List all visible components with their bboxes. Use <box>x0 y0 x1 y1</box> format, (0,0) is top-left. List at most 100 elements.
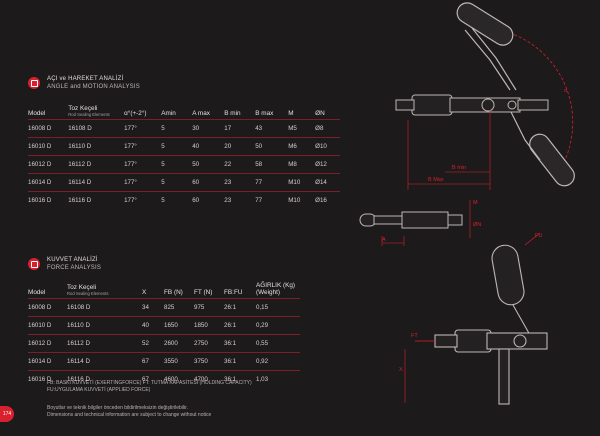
cell-model: 16010 D <box>28 322 52 329</box>
cell-model: 16008 D <box>28 125 52 132</box>
cell-bmin: 17 <box>224 125 232 132</box>
cell-n: Ø10 <box>315 143 327 150</box>
cell-weight: 0,29 <box>256 322 269 329</box>
cell-fbfu: 36:1 <box>224 358 237 365</box>
force-clamp <box>434 244 548 405</box>
cell-x: 67 <box>142 358 149 365</box>
cell-fbfu: 36:1 <box>224 340 237 347</box>
cell-seal: 16114 D <box>68 179 92 186</box>
cell-model: 16016 D <box>28 376 52 383</box>
force-section-title: KUVVET ANALİZİ FORCE ANALYSIS <box>47 256 101 272</box>
clamp-body <box>395 94 549 116</box>
cell-m: M10 <box>288 179 301 186</box>
cell-bmin: 22 <box>224 161 232 168</box>
cell-bmin: 23 <box>224 197 232 204</box>
cell-amax: 30 <box>192 125 200 132</box>
angle-col-amin: Amin <box>161 110 176 117</box>
force-col-seal-sub: Rod Sealing Elements <box>67 291 109 296</box>
cell-seal: 16108 D <box>68 125 92 132</box>
angle-title-en: ANGLE and MOTION ANALYSIS <box>47 84 140 90</box>
cell-m: M5 <box>288 125 297 132</box>
cell-fbfu: 26:1 <box>224 304 237 311</box>
force-col-fbfu: FB:FU <box>224 289 243 296</box>
cell-model: 16014 D <box>28 179 52 186</box>
force-col-ft: FT (N) <box>194 289 213 296</box>
cell-x: 52 <box>142 340 149 347</box>
cell-seal: 16110 D <box>67 322 90 329</box>
cell-bmin: 20 <box>224 143 232 150</box>
n-label: ØN <box>473 222 481 228</box>
angle-section-title: AÇI ve HAREKET ANALİZİ ANGLE and MOTION … <box>47 75 140 91</box>
cell-model: 16014 D <box>28 358 52 365</box>
cell-seal: 16112 D <box>67 340 90 347</box>
cell-model: 16010 D <box>28 143 52 150</box>
cell-bmax: 50 <box>255 143 263 150</box>
cell-ft: 2750 <box>194 340 208 347</box>
angle-col-alpha: α°(+-2°) <box>124 110 147 117</box>
cell-amax: 50 <box>192 161 200 168</box>
cell-weight: 0,15 <box>256 304 269 311</box>
table-row: 16012 D 16112 D 52 2600 2750 36:1 0,55 <box>28 334 300 353</box>
cell-amin: 5 <box>161 197 165 204</box>
cell-seal: 16110 D <box>68 143 92 150</box>
a-label: A <box>382 237 386 243</box>
cell-seal: 16114 D <box>67 358 90 365</box>
cell-amin: 5 <box>161 125 165 132</box>
force-col-x: X <box>142 289 147 296</box>
cell-seal: 16112 D <box>68 161 92 168</box>
cell-fb: 4600 <box>164 376 178 383</box>
force-col-weight: AĞIRLIK (Kg)(Weight) <box>256 279 300 299</box>
cell-x: 40 <box>142 322 149 329</box>
m-label: M <box>473 200 478 206</box>
rod-detail-drawing: A M ØN <box>359 200 481 246</box>
angle-col-amax: A max <box>192 110 210 117</box>
footnote-line-2: FU:UYGULAMA KUVVETİ (APPLIED FORCE) <box>47 387 151 393</box>
cell-fb: 1650 <box>164 322 178 329</box>
cell-seal: 16116 D <box>68 197 92 204</box>
cell-model: 16012 D <box>28 161 52 168</box>
cell-amin: 5 <box>161 179 165 186</box>
angle-col-seal-sub: Rod Sealing Elements <box>68 112 110 117</box>
cell-weight: 0,55 <box>256 340 269 347</box>
cell-model: 16016 D <box>28 197 52 204</box>
force-col-weight-label: AĞIRLIK (Kg) <box>256 282 296 289</box>
angle-col-model: Model <box>28 110 46 117</box>
fu-arrow <box>524 232 541 246</box>
cell-ft: 1850 <box>194 322 208 329</box>
angle-col-m: M <box>288 110 294 117</box>
angle-arc <box>499 29 574 161</box>
cell-model: 16012 D <box>28 340 52 347</box>
force-col-seal-label: Toz Keçeli <box>67 284 97 291</box>
force-drawing: FU FT X <box>399 232 548 405</box>
force-section-logo-icon <box>28 258 40 270</box>
cell-fb: 3550 <box>164 358 178 365</box>
page-number: 174 <box>0 406 14 422</box>
cell-seal: 16116 D <box>67 376 90 383</box>
cell-fbfu: 36:1 <box>224 376 237 383</box>
angle-col-n: ØN <box>315 110 325 117</box>
angle-title-tr: AÇI ve HAREKET ANALİZİ <box>47 76 124 82</box>
disclaimer-tr: Boyutlar ve teknik bilgiler önceden bild… <box>47 405 188 411</box>
cell-weight: 1,03 <box>256 376 269 383</box>
cell-alpha: 177° <box>124 197 137 204</box>
cell-fb: 2600 <box>164 340 178 347</box>
x-label: X <box>399 367 403 373</box>
cell-bmax: 58 <box>255 161 263 168</box>
cell-alpha: 177° <box>124 143 137 150</box>
force-title-en: FORCE ANALYSIS <box>47 265 102 271</box>
cell-x: 34 <box>142 304 149 311</box>
cell-bmax: 77 <box>255 197 263 204</box>
angle-motion-drawing: α B Max B min <box>395 2 575 190</box>
cell-bmax: 43 <box>255 125 263 132</box>
cell-bmin: 23 <box>224 179 232 186</box>
